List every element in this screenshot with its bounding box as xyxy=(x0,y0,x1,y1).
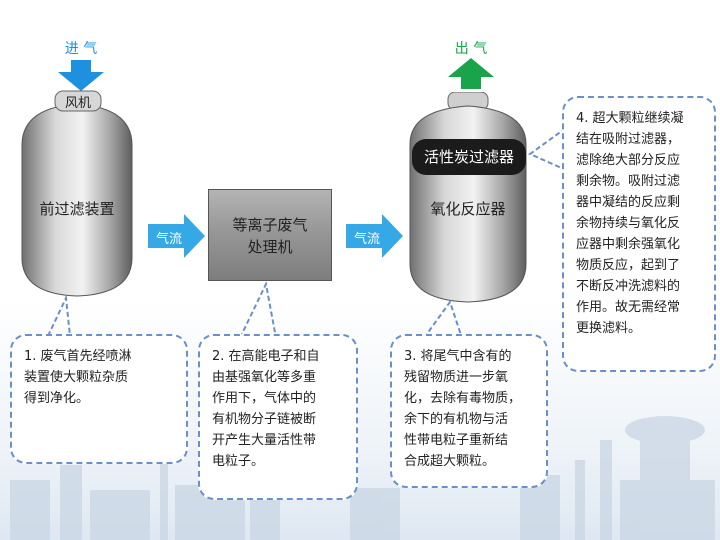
note-3-line: 余下的有机物与活 xyxy=(404,412,509,427)
processor-label-line2: 处理机 xyxy=(247,238,293,256)
note-2-line: 开产生大量活性带 xyxy=(212,433,317,448)
intake-arrow-icon xyxy=(58,60,104,91)
fan-label: 风机 xyxy=(64,96,91,111)
note-1-line: 1. 废气首先经喷淋 xyxy=(24,349,132,364)
note-4-line: 作用。故无需经常 xyxy=(576,300,681,315)
reactor-label: 氧化反应器 xyxy=(430,200,506,218)
note-4-line: 物质反应，起到了 xyxy=(576,258,681,273)
note-2-line: 有机物分子链被断 xyxy=(212,412,317,427)
note-2-pointer xyxy=(239,282,277,339)
outlet-label: 出 气 xyxy=(454,41,488,57)
flow-label-1: 气流 xyxy=(155,232,182,247)
note-4-line: 滤除绝大部分反应 xyxy=(576,153,681,168)
note-2-line: 电粒子。 xyxy=(212,454,265,469)
note-box-4: 4. 超大颗粒继续凝 结在吸附过滤器， 滤除绝大部分反应 剩余物。吸附过滤 器中… xyxy=(562,96,716,372)
note-3-pointer xyxy=(423,300,463,339)
plasma-processor-box xyxy=(208,189,332,281)
activated-carbon-filter-band: 活性炭过滤器 xyxy=(412,139,526,175)
note-2-line: 2. 在高能电子和自 xyxy=(212,349,320,364)
note-4-line: 器中凝结的反应剩 xyxy=(576,195,681,210)
note-2-line: 作用下，气体中的 xyxy=(212,391,317,406)
intake-label: 进 气 xyxy=(64,41,98,57)
fan-housing xyxy=(54,90,102,112)
note-4-line: 4. 超大颗粒继续凝 xyxy=(576,111,684,126)
note-box-3: 3. 将尾气中含有的 残留物质进一步氧 化，去除有毒物质， 余下的有机物与活 性… xyxy=(390,334,548,488)
note-4-line: 剩余物。吸附过滤 xyxy=(576,174,681,189)
note-1-line: 得到净化。 xyxy=(24,391,90,406)
flow-arrow-icon-1 xyxy=(148,214,205,258)
note-4-line: 不断反冲洗滤料的 xyxy=(576,279,681,294)
note-box-1: 1. 废气首先经喷淋 装置使大颗粒杂质 得到净化。 xyxy=(10,334,188,464)
note-box-2: 2. 在高能电子和自 由基强氧化等多重 作用下，气体中的 有机物分子链被断 开产… xyxy=(198,334,358,500)
outlet-arrow-icon xyxy=(448,58,494,89)
note-1-line: 装置使大颗粒杂质 xyxy=(24,370,129,385)
note-3-line: 性带电粒子重新结 xyxy=(404,433,509,448)
note-4-line: 更换滤料。 xyxy=(576,321,642,336)
note-3-line: 合成超大颗粒。 xyxy=(404,454,496,469)
note-4-pointer xyxy=(528,127,567,171)
note-3-line: 3. 将尾气中含有的 xyxy=(404,349,512,364)
flow-label-2: 气流 xyxy=(353,232,380,247)
note-4-line: 结在吸附过滤器， xyxy=(576,132,681,147)
processor-label-line1: 等离子废气 xyxy=(232,216,308,234)
note-4-line: 余物持续与氧化反 xyxy=(576,216,681,231)
note-3-line: 残留物质进一步氧 xyxy=(404,370,509,385)
note-4-line: 应器中剩余强氧化 xyxy=(576,237,681,252)
pre-filter-label: 前过滤装置 xyxy=(39,200,115,218)
note-1-pointer xyxy=(47,296,71,337)
note-3-line: 化，去除有毒物质， xyxy=(404,391,522,406)
pre-filter-tank xyxy=(21,103,133,297)
industrial-skyline-background xyxy=(10,416,715,540)
flow-arrow-icon-2 xyxy=(346,214,403,258)
note-2-line: 由基强氧化等多重 xyxy=(212,370,317,385)
